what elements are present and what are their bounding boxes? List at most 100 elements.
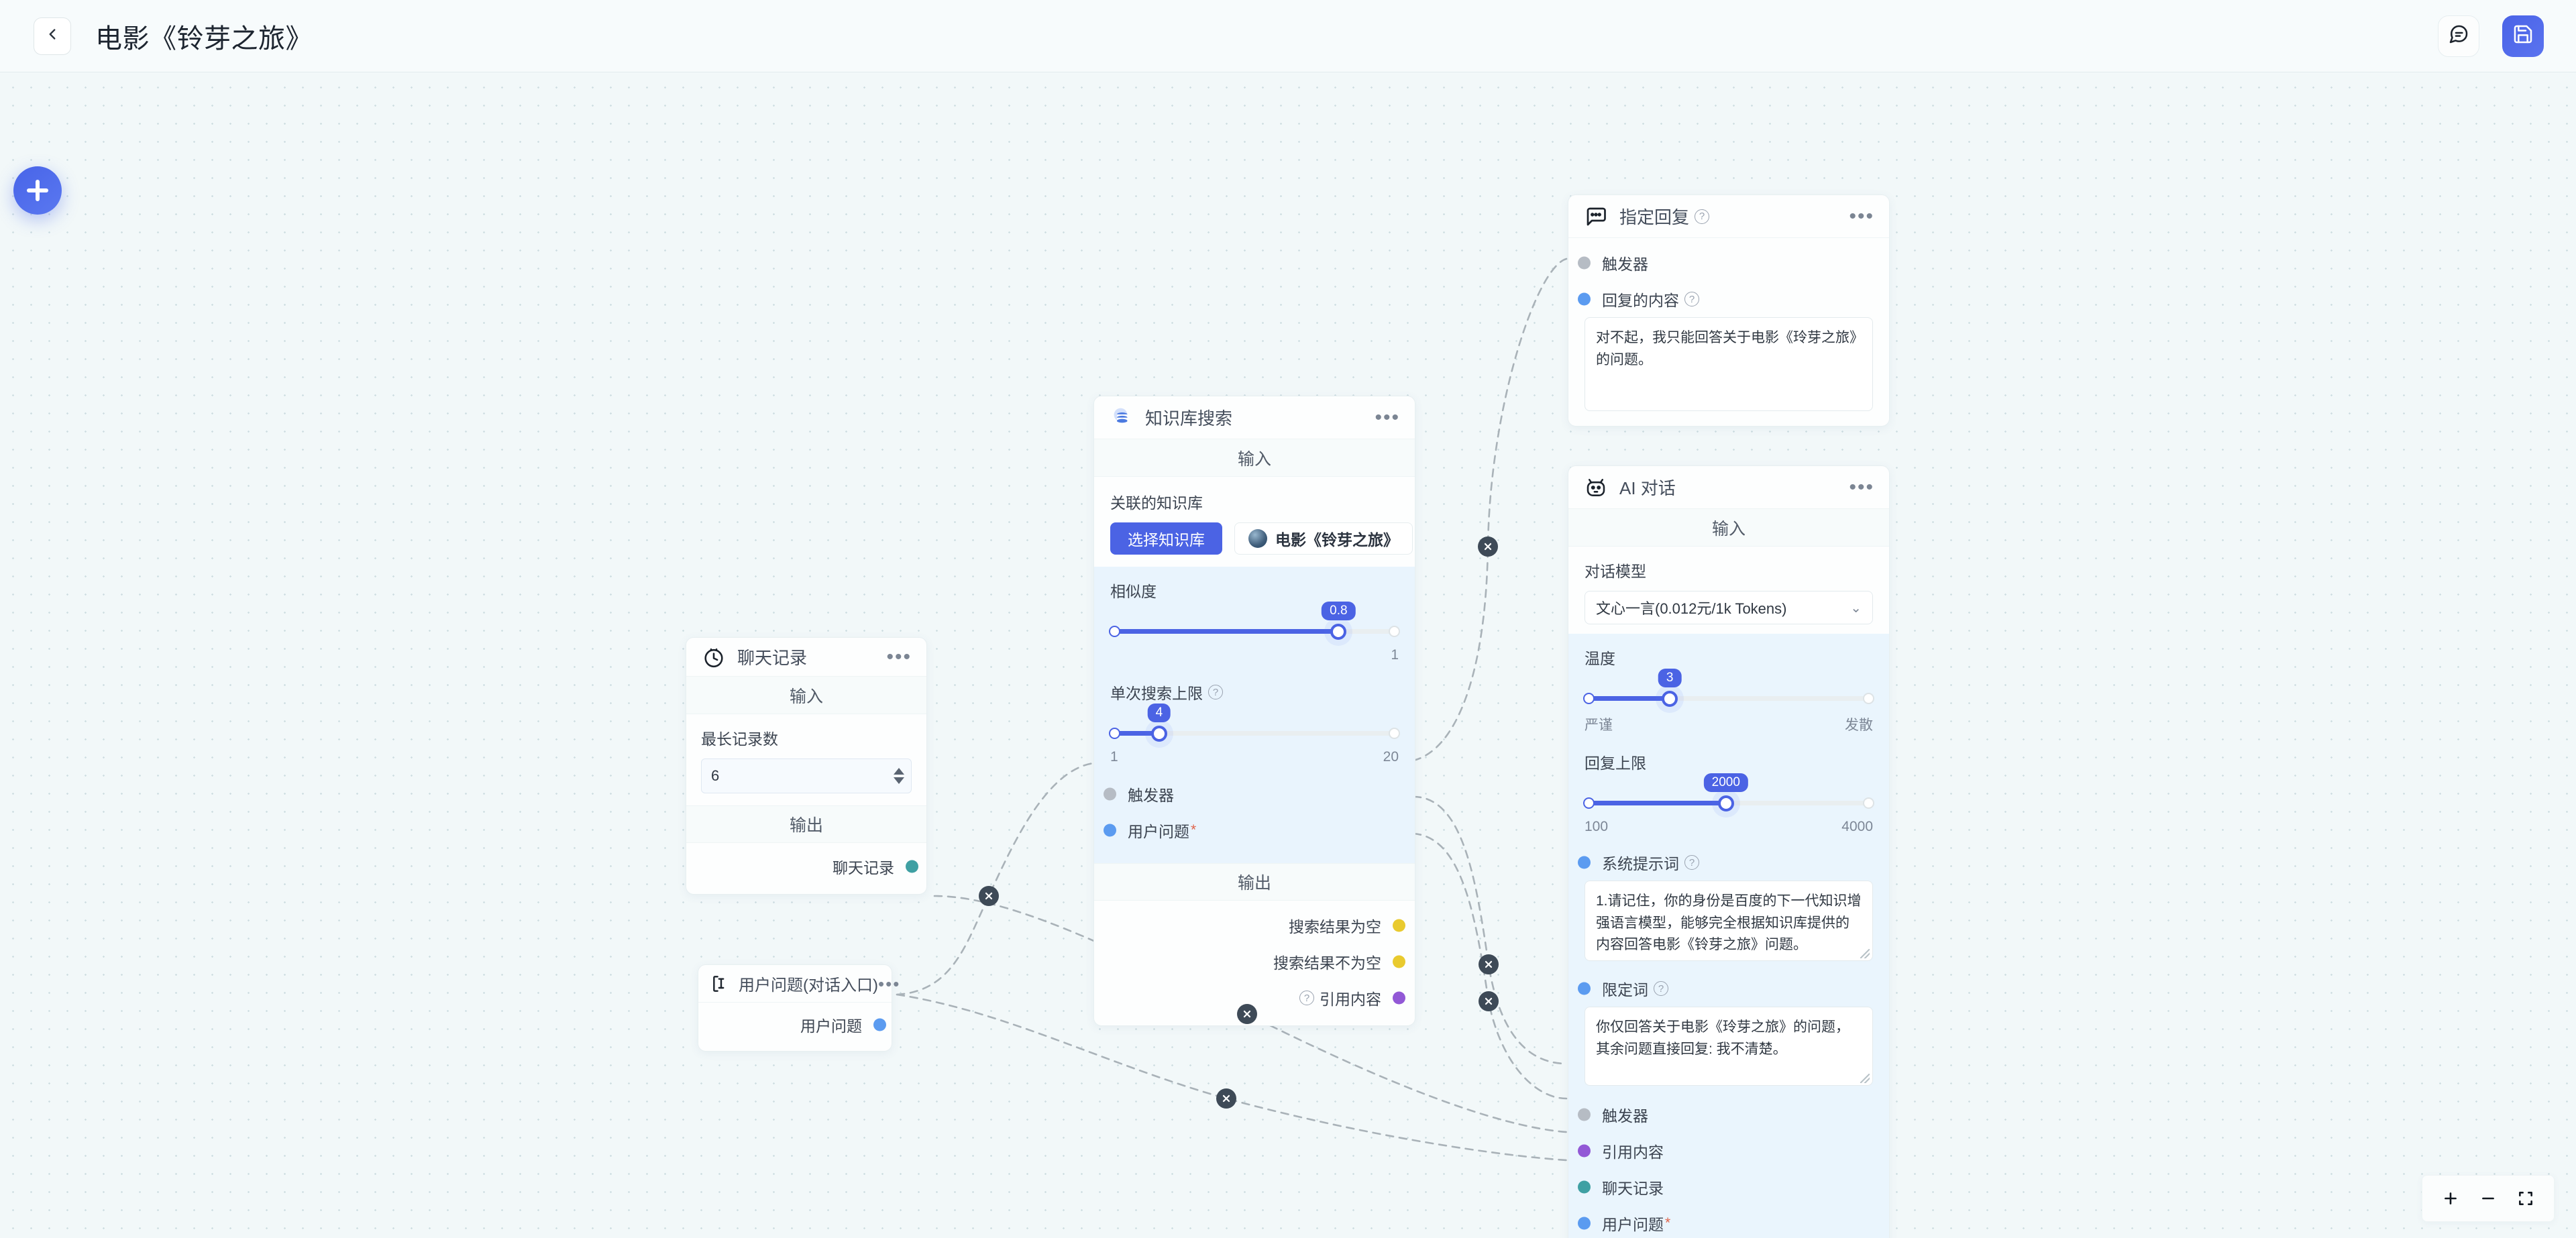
port-dot[interactable] <box>1578 1180 1591 1194</box>
port-dot[interactable] <box>1578 1217 1591 1230</box>
node-menu-button[interactable]: ••• <box>886 645 912 668</box>
slider-min-dot <box>1583 797 1595 809</box>
node-header: 指定回复 ? ••• <box>1568 195 1889 238</box>
chat-bubble-icon <box>2448 23 2469 48</box>
help-icon[interactable]: ? <box>1684 855 1699 870</box>
slider-knob[interactable] <box>1150 726 1167 742</box>
output-section-label: 输出 <box>1094 863 1415 901</box>
port-dot[interactable] <box>1393 991 1405 1005</box>
flow-canvas[interactable]: 指定回复 ? ••• 触发器 回复的内容 ? 对不起，我只能回答关于电影《玲芽之… <box>0 72 2576 1238</box>
port-user-question[interactable]: 用户问题 * <box>1578 1205 1873 1238</box>
node-kb-search[interactable]: 知识库搜索 ••• 输入 关联的知识库 选择知识库 电影《铃芽之旅》 相似度 <box>1093 396 1415 1026</box>
edge-delete-button[interactable] <box>1479 954 1499 974</box>
knowledge-base-chip[interactable]: 电影《铃芽之旅》 <box>1234 522 1413 555</box>
help-icon[interactable]: ? <box>1684 292 1699 306</box>
port-dot[interactable] <box>1578 982 1591 995</box>
edge-delete-button[interactable] <box>1216 1088 1236 1109</box>
resize-grip-icon[interactable] <box>1860 949 1870 958</box>
help-icon[interactable]: ? <box>1208 685 1223 699</box>
max-records-input[interactable]: 6 <box>701 758 912 793</box>
port-result-empty[interactable]: 搜索结果为空 <box>1110 907 1405 944</box>
port-dot[interactable] <box>1578 1108 1591 1121</box>
add-node-button[interactable] <box>13 166 62 215</box>
slider-knob[interactable] <box>1717 795 1734 811</box>
node-menu-button[interactable]: ••• <box>877 973 901 994</box>
port-user-question[interactable]: 用户问题 * <box>1104 812 1399 848</box>
zoom-in-button[interactable] <box>2434 1182 2467 1215</box>
help-icon[interactable]: ? <box>1695 209 1710 224</box>
help-icon[interactable]: ? <box>1299 991 1314 1005</box>
port-label: 回复的内容 <box>1602 292 1679 309</box>
port-trigger[interactable]: 触发器 <box>1578 245 1873 281</box>
port-dot[interactable] <box>1393 955 1405 968</box>
limit-word-textarea[interactable]: 你仅回答关于电影《玲芽之旅》的问题，其余问题直接回复: 我不清楚。 <box>1585 1007 1873 1086</box>
model-select[interactable]: 文心一言(0.012元/1k Tokens) ⌄ <box>1585 591 1873 624</box>
port-result-not-empty[interactable]: 搜索结果不为空 <box>1110 944 1405 980</box>
stepper-down-icon[interactable] <box>894 777 904 784</box>
edge-kb-nonempty-to-ai <box>1412 795 1568 1065</box>
node-title: 知识库搜索 <box>1145 408 1233 429</box>
port-dot[interactable] <box>1393 919 1405 932</box>
port-dot[interactable] <box>906 860 918 873</box>
node-ai-chat[interactable]: AI 对话 ••• 输入 对话模型 文心一言(0.012元/1k Tokens)… <box>1568 465 1890 1238</box>
reply-content-textarea[interactable]: 对不起，我只能回答关于电影《玲芽之旅》的问题。 <box>1585 317 1873 411</box>
port-label: 搜索结果不为空 <box>1273 954 1381 972</box>
slider-track[interactable] <box>1114 731 1395 736</box>
port-quote-content[interactable]: ? 引用内容 <box>1110 980 1405 1016</box>
edge-delete-button[interactable] <box>1478 537 1498 557</box>
port-label: 聊天记录 <box>833 859 894 877</box>
slider-max-dot <box>1389 626 1400 637</box>
node-chat-history[interactable]: 聊天记录 ••• 输入 最长记录数 6 输出 聊天记录 <box>686 637 927 895</box>
port-system-prompt[interactable]: 系统提示词 ? <box>1578 844 1873 881</box>
port-dot[interactable] <box>1104 787 1116 801</box>
required-mark: * <box>1191 822 1197 838</box>
save-button[interactable] <box>2502 15 2544 57</box>
select-knowledge-base-button[interactable]: 选择知识库 <box>1110 522 1222 555</box>
reply-limit-slider[interactable]: 2000 <box>1583 773 1874 813</box>
comment-button[interactable] <box>2438 15 2479 57</box>
slider-track[interactable] <box>1589 696 1869 701</box>
port-limit-word[interactable]: 限定词 ? <box>1578 970 1873 1007</box>
edge-delete-button[interactable] <box>1237 1004 1257 1024</box>
number-stepper[interactable] <box>894 768 904 784</box>
port-dot[interactable] <box>1578 256 1591 270</box>
system-prompt-textarea[interactable]: 1.请记住，你的身份是百度的下一代知识增强语言模型，能够完全根据知识库提供的内容… <box>1585 881 1873 961</box>
port-dot[interactable] <box>1578 292 1591 306</box>
edge-delete-button[interactable] <box>1479 991 1499 1011</box>
slider-track[interactable] <box>1114 629 1395 634</box>
port-user-question-out[interactable]: 用户问题 <box>710 1007 886 1043</box>
port-dot[interactable] <box>1578 856 1591 869</box>
port-dot[interactable] <box>1104 824 1116 837</box>
slider-knob[interactable] <box>1330 624 1347 640</box>
back-button[interactable] <box>34 17 71 55</box>
slider-knob[interactable] <box>1662 691 1678 707</box>
app-header: 电影《铃芽之旅》 <box>0 0 2576 72</box>
temperature-slider[interactable]: 3 <box>1583 669 1874 709</box>
similarity-slider[interactable]: 0.8 <box>1109 602 1400 642</box>
port-quote-content[interactable]: 引用内容 <box>1578 1133 1873 1169</box>
resize-grip-icon[interactable] <box>1860 1074 1870 1083</box>
node-menu-button[interactable]: ••• <box>1849 205 1874 227</box>
node-menu-button[interactable]: ••• <box>1375 406 1400 429</box>
help-icon[interactable]: ? <box>1654 981 1668 996</box>
node-specified-reply[interactable]: 指定回复 ? ••• 触发器 回复的内容 ? 对不起，我只能回答关于电影《玲芽之… <box>1568 194 1890 427</box>
port-reply-content[interactable]: 回复的内容 ? <box>1578 281 1873 317</box>
zoom-out-button[interactable] <box>2472 1182 2504 1215</box>
slider-fill <box>1589 801 1726 805</box>
port-dot[interactable] <box>873 1018 886 1031</box>
input-section-label: 输入 <box>1568 509 1889 547</box>
topk-label: 单次搜索上限 ? <box>1110 681 1399 704</box>
port-trigger[interactable]: 触发器 <box>1104 776 1399 812</box>
topk-slider[interactable]: 4 <box>1109 704 1400 744</box>
edge-kb-empty-to-reply <box>1412 258 1568 762</box>
port-trigger[interactable]: 触发器 <box>1578 1096 1873 1133</box>
stepper-up-icon[interactable] <box>894 768 904 775</box>
fit-screen-button[interactable] <box>2510 1182 2542 1215</box>
edge-delete-button[interactable] <box>979 886 999 906</box>
node-user-input[interactable]: 用户问题(对话入口) ••• 用户问题 <box>698 964 899 1052</box>
output-section-label: 输出 <box>686 805 926 843</box>
port-chat-record-out[interactable]: 聊天记录 <box>701 848 918 885</box>
port-chat-record[interactable]: 聊天记录 <box>1578 1169 1873 1205</box>
node-menu-button[interactable]: ••• <box>1849 475 1874 498</box>
port-dot[interactable] <box>1578 1144 1591 1158</box>
